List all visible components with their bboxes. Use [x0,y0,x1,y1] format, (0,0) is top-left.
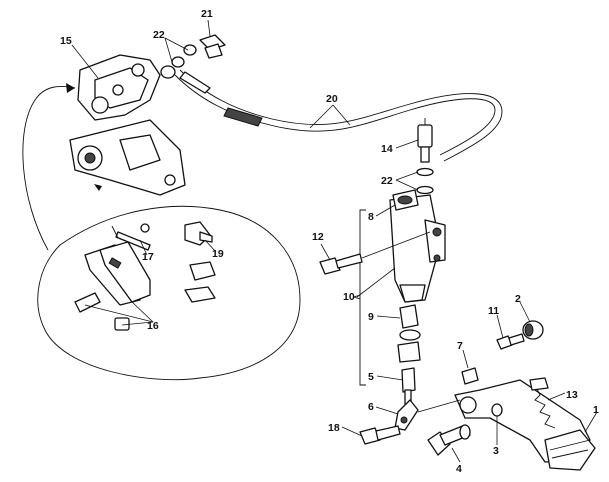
label-5: 5 [368,371,374,383]
pedal-stop-bolt [496,333,525,350]
hose-fitting-upper [179,71,211,94]
label-15: 15 [60,35,72,47]
detail-callout-line [22,86,76,251]
lower-washers [416,167,434,195]
upper-brake-hose [174,74,496,156]
pad-bolt [74,292,130,331]
label-13: 13 [566,389,578,401]
label-22-upper: 22 [153,29,165,41]
label-21: 21 [201,8,213,20]
label-10: 10 [343,291,355,303]
pedal-clevis-bolt [359,425,401,445]
caliper-pointer-arrow [94,184,102,191]
detail-callout-arrow [66,83,75,93]
pad-pin [111,223,151,251]
pad-spring [184,221,216,303]
master-cylinder [389,194,446,303]
brake-pads [84,241,151,306]
bolt-align-line [361,231,431,259]
callout-labels: 21 15 22 20 14 22 8 12 10 9 5 6 18 7 11 … [60,8,599,475]
label-20: 20 [326,93,338,105]
pushrod-seal [399,304,421,341]
label-2: 2 [515,293,521,305]
caliper-assembly [69,54,186,196]
hose-sleeve [223,107,263,127]
leader-lines [71,19,598,463]
brake-light-switch [417,118,433,163]
master-cylinder-bolt [319,253,363,275]
label-6: 6 [368,401,374,413]
brake-pedal [454,379,596,471]
detail-bubble-outline [37,205,301,381]
clevis-align-line [417,399,461,413]
label-4: 4 [456,463,462,475]
pushrod [401,367,416,405]
label-22-lower: 22 [381,175,393,187]
upper-brake-hose-outer [179,69,503,162]
master-cylinder-bracket [352,209,366,386]
dust-boot [397,341,421,363]
label-9: 9 [368,311,374,323]
pedal-stop-cap [522,320,544,340]
label-11: 11 [488,305,499,317]
label-8: 8 [368,211,374,223]
clevis [394,399,419,431]
label-3: 3 [493,445,499,457]
label-12: 12 [312,231,324,243]
banjo-bolt [199,34,226,59]
label-19: 19 [212,248,224,260]
pedal-nut [461,367,479,385]
label-17: 17 [142,251,154,263]
pedal-pivot-washer [459,403,503,440]
upper-washers [160,44,197,79]
pedal-spring [529,377,556,429]
label-14: 14 [381,143,393,155]
label-1: 1 [593,404,599,416]
label-16: 16 [147,320,159,332]
label-18: 18 [328,422,340,434]
label-7: 7 [457,340,463,352]
